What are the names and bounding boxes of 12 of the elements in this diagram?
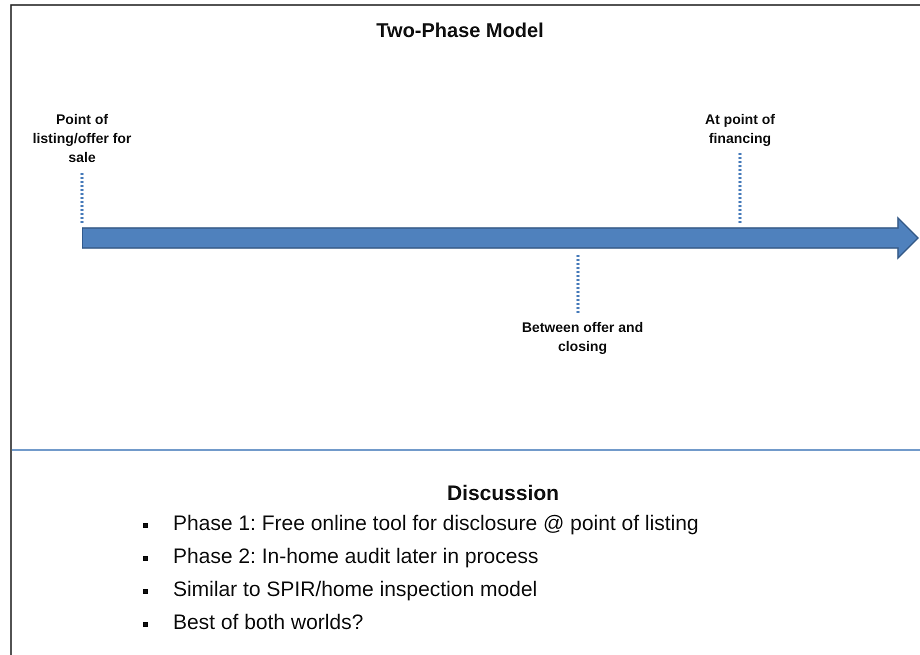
- timeline-label: Between offer and closing: [515, 318, 650, 358]
- timeline-label: Point of listing/offer for sale: [22, 110, 142, 170]
- title: Two-Phase Model: [375, 20, 545, 43]
- bullet-text: Similar to SPIR/home inspection model: [173, 578, 538, 602]
- section-heading: Discussion: [446, 482, 560, 506]
- bullet-text: Phase 2: In-home audit later in process: [173, 545, 538, 569]
- bullet-text: Phase 1: Free online tool for disclosure @ point of listing: [173, 512, 699, 536]
- leader-line: [80, 173, 84, 224]
- bullet-text: Best of both worlds?: [173, 611, 364, 635]
- leader-line: [738, 153, 742, 224]
- timeline-label: At point of financing: [680, 110, 800, 150]
- leader-line: [576, 254, 580, 313]
